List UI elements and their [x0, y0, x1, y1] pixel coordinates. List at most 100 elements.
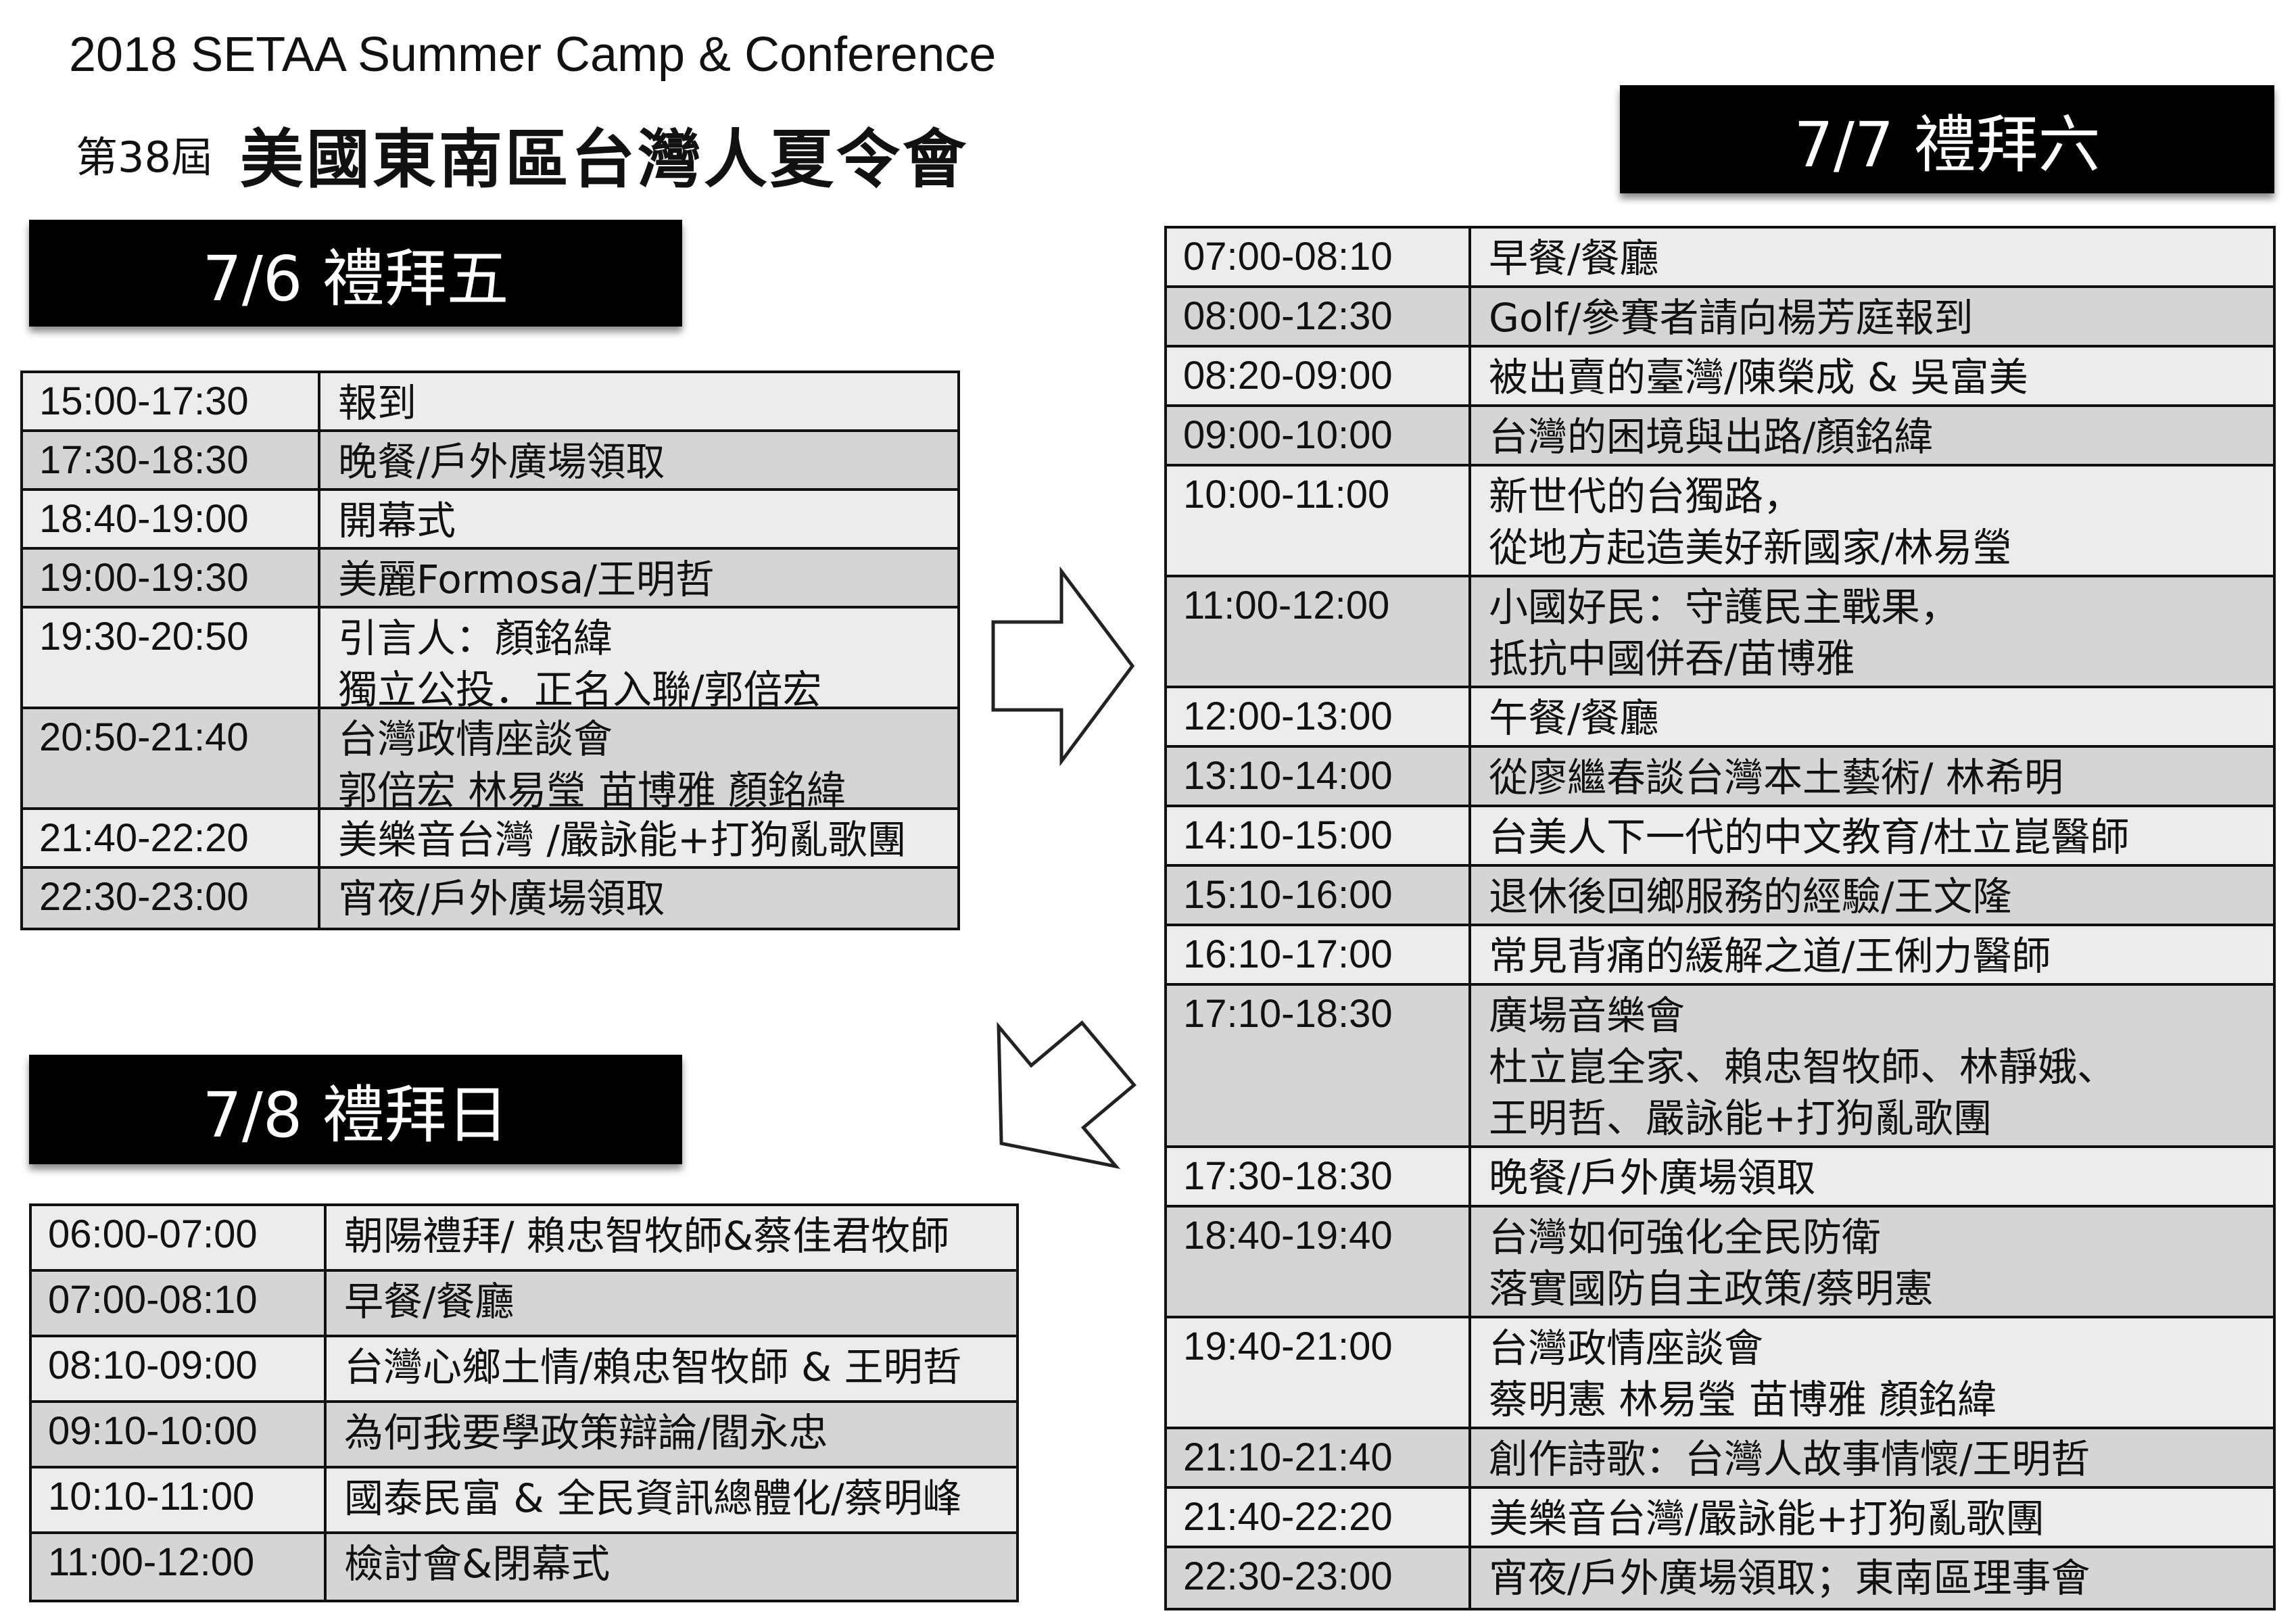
event-line: 小國好民：守護民主戰果，: [1489, 584, 1960, 630]
time-cell: 21:40-22:20: [23, 810, 320, 866]
time-cell: 06:00-07:00: [32, 1206, 327, 1269]
event-line: 國泰民富 & 全民資訊總體化/蔡明峰: [344, 1475, 962, 1521]
event-line: 廣場音樂會: [1489, 993, 1685, 1038]
time-cell: 09:00-10:00: [1167, 407, 1471, 464]
event-line: 美樂音台灣/嚴詠能+打狗亂歌團: [1489, 1496, 2045, 1542]
event-cell: 晚餐/戶外廣場領取: [1471, 1148, 2273, 1205]
event-cell: 晚餐/戶外廣場領取: [320, 432, 957, 488]
event-line: 開幕式: [338, 498, 456, 544]
event-line: 報到: [338, 380, 417, 426]
time-cell: 17:30-18:30: [1167, 1148, 1471, 1205]
event-cell: 報到: [320, 373, 957, 429]
event-cell: 台灣如何強化全民防衛落實國防自主政策/蔡明憲: [1471, 1208, 2273, 1316]
time-cell: 19:00-19:30: [23, 550, 320, 606]
event-cell: 朝陽禮拜/ 賴忠智牧師&蔡佳君牧師: [327, 1206, 1016, 1269]
event-line: 美樂音台灣 /嚴詠能+打狗亂歌團: [338, 817, 907, 863]
event-cell: 開幕式: [320, 491, 957, 547]
event-line: 落實國防自主政策/蔡明憲: [1489, 1266, 1934, 1312]
time-cell: 07:00-08:10: [1167, 229, 1471, 285]
time-cell: 11:00-12:00: [1167, 577, 1471, 686]
event-cell: 國泰民富 & 全民資訊總體化/蔡明峰: [327, 1468, 1016, 1531]
time-cell: 14:10-15:00: [1167, 807, 1471, 864]
event-line: 獨立公投．正名入聯/郭倍宏: [338, 667, 822, 707]
time-cell: 12:00-13:00: [1167, 688, 1471, 745]
time-cell: 19:30-20:50: [23, 608, 320, 707]
time-cell: 18:40-19:00: [23, 491, 320, 547]
event-cell: 早餐/餐廳: [327, 1272, 1016, 1335]
event-cell: Golf/參賽者請向楊芳庭報到: [1471, 288, 2273, 345]
event-cell: 引言人：顏銘緯獨立公投．正名入聯/郭倍宏: [320, 608, 957, 707]
time-cell: 08:20-09:00: [1167, 348, 1471, 404]
event-line: 早餐/餐廳: [344, 1279, 515, 1324]
time-cell: 09:10-10:00: [32, 1403, 327, 1466]
day-header-sun: 7/8 禮拜日: [29, 1055, 682, 1164]
event-line: 新世代的台獨路，: [1489, 473, 1803, 519]
time-cell: 10:00-11:00: [1167, 467, 1471, 575]
time-cell: 10:10-11:00: [32, 1468, 327, 1531]
table-row: 11:00-12:00 小國好民：守護民主戰果， 抵抗中國併吞/苗博雅: [1167, 577, 2273, 688]
time-cell: 17:10-18:30: [1167, 986, 1471, 1145]
event-line: 台灣政情座談會: [1489, 1325, 1764, 1371]
event-line: 常見背痛的緩解之道/王俐力醫師: [1489, 933, 2051, 979]
event-line: 早餐/餐廳: [1489, 235, 1659, 281]
arrow-right-icon: [991, 566, 1135, 767]
time-cell: 18:40-19:40: [1167, 1208, 1471, 1316]
event-line: 晚餐/戶外廣場領取: [338, 439, 665, 485]
table-row: 18:40-19:00 開幕式: [23, 491, 957, 550]
time-cell: 19:40-21:00: [1167, 1318, 1471, 1427]
event-line: 蔡明憲 林易瑩 苗博雅 顏銘緯: [1489, 1377, 1997, 1423]
event-cell: 從廖繼春談台灣本土藝術/ 林希明: [1471, 748, 2273, 805]
table-row: 12:00-13:00 午餐/餐廳: [1167, 688, 2273, 748]
event-cell: 廣場音樂會杜立崑全家、賴忠智牧師、林靜娥、王明哲、嚴詠能+打狗亂歌團: [1471, 986, 2273, 1145]
event-line: 從地方起造美好新國家/林易瑩: [1489, 525, 2012, 571]
table-row: 21:40-22:20 美樂音台灣 /嚴詠能+打狗亂歌團: [23, 810, 957, 869]
table-row: 08:10-09:00 台灣心鄉土情/賴忠智牧師 & 王明哲: [32, 1337, 1016, 1403]
time-cell: 15:00-17:30: [23, 373, 320, 429]
time-cell: 20:50-21:40: [23, 709, 320, 807]
event-line: 晚餐/戶外廣場領取: [1489, 1155, 1816, 1201]
event-cell: 美樂音台灣 /嚴詠能+打狗亂歌團: [320, 810, 957, 866]
table-row: 17:30-18:30 晚餐/戶外廣場領取: [1167, 1148, 2273, 1208]
time-cell: 08:10-09:00: [32, 1337, 327, 1400]
event-line: 抵抗中國併吞/苗博雅: [1489, 636, 1855, 682]
event-line: 台美人下一代的中文教育/杜立崑醫師: [1489, 814, 2130, 860]
event-line: 台灣的困境與出路/顏銘緯: [1489, 414, 1934, 460]
table-row: 14:10-15:00 台美人下一代的中文教育/杜立崑醫師: [1167, 807, 2273, 867]
event-cell: 常見背痛的緩解之道/王俐力醫師: [1471, 926, 2273, 983]
event-line: 午餐/餐廳: [1489, 695, 1659, 741]
event-cell: 創作詩歌：台灣人故事情懷/王明哲: [1471, 1429, 2273, 1486]
arrow-down-left-icon: [997, 1020, 1137, 1170]
event-line: 從廖繼春談台灣本土藝術/ 林希明: [1489, 755, 2063, 801]
event-cell: 被出賣的臺灣/陳榮成 & 吳富美: [1471, 348, 2273, 404]
day-header-fri: 7/6 禮拜五: [29, 220, 682, 327]
table-row: 10:00-11:00 新世代的台獨路， 從地方起造美好新國家/林易瑩: [1167, 467, 2273, 577]
time-cell: 11:00-12:00: [32, 1534, 327, 1600]
title-main: 美國東南區台灣人夏令會: [239, 123, 969, 197]
event-line: 台灣心鄉土情/賴忠智牧師 & 王明哲: [344, 1344, 962, 1390]
event-cell: 台美人下一代的中文教育/杜立崑醫師: [1471, 807, 2273, 864]
event-line: 創作詩歌：台灣人故事情懷/王明哲: [1489, 1436, 2090, 1482]
event-cell: 美樂音台灣/嚴詠能+打狗亂歌團: [1471, 1489, 2273, 1546]
event-cell: 小國好民：守護民主戰果， 抵抗中國併吞/苗博雅: [1471, 577, 2273, 686]
table-row: 10:10-11:00 國泰民富 & 全民資訊總體化/蔡明峰: [32, 1468, 1016, 1534]
event-cell: 新世代的台獨路， 從地方起造美好新國家/林易瑩: [1471, 467, 2273, 575]
table-row: 09:00-10:00 台灣的困境與出路/顏銘緯: [1167, 407, 2273, 467]
event-cell: 為何我要學政策辯論/閻永忠: [327, 1403, 1016, 1466]
